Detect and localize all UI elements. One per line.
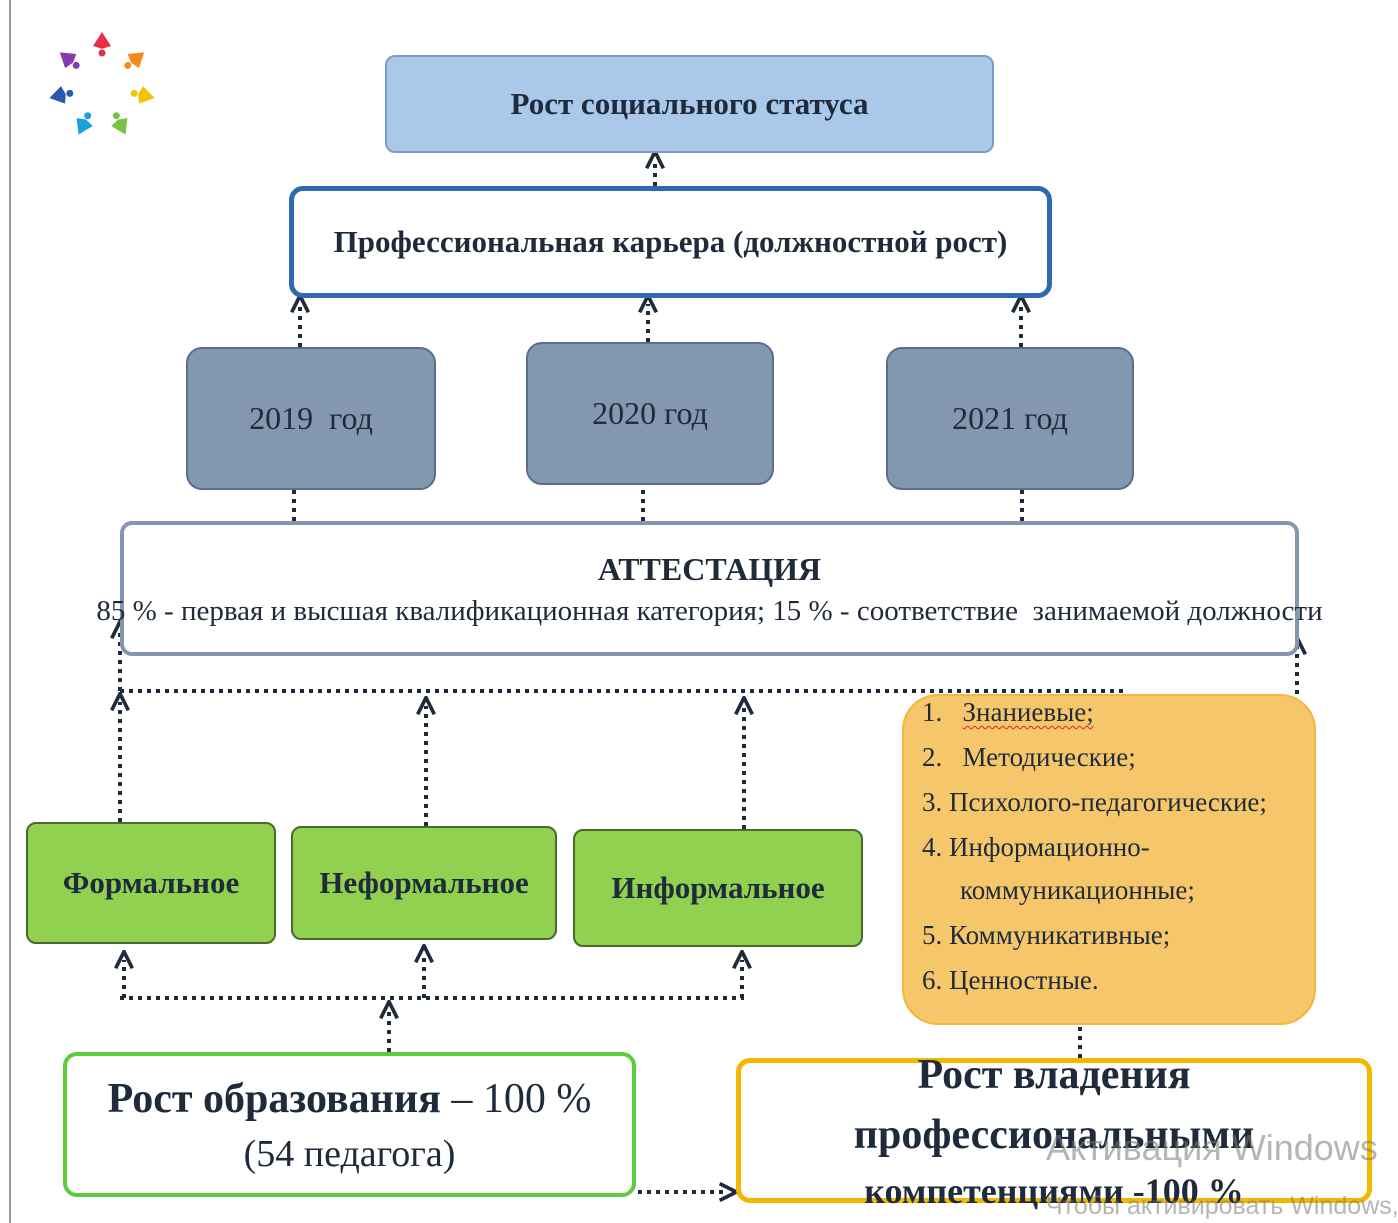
windows-activation-hint: Чтобы активировать Windows, пер xyxy=(1046,1192,1398,1220)
logo-dot xyxy=(66,89,74,97)
professional-growth-line2: компетенциями -100 % xyxy=(864,1170,1244,1211)
logo-petal xyxy=(93,32,111,49)
logo-petal xyxy=(138,86,155,104)
formal-label: Формальное xyxy=(62,865,240,900)
attestation-detail: 85 % - первая и высшая квалификационная … xyxy=(96,594,1323,627)
logo-emblem-icon xyxy=(49,32,155,135)
informal-label: Информальное xyxy=(611,870,825,905)
competency-item: коммуникационные; xyxy=(960,875,1195,905)
logo-dot xyxy=(84,112,92,120)
career-label: Профессиональная карьера (должностной ро… xyxy=(333,224,1008,259)
professional-growth-box: Рост владения профессиональными компетен… xyxy=(736,1052,1372,1211)
education-growth-box: Рост образования – 100 % (54 педагога) xyxy=(63,1052,636,1197)
left-page-edge xyxy=(9,0,11,1223)
competencies-box: 1. Знаниевые; 2. Методические; 3. Психол… xyxy=(902,694,1316,1025)
year-box-2020: 2020 год xyxy=(526,342,774,485)
education-growth-value: – 100 % xyxy=(440,1075,592,1122)
education-growth-line2: (54 педагога) xyxy=(243,1132,456,1175)
education-growth-title: Рост образования xyxy=(107,1075,441,1122)
social-status-label: Рост социального статуса xyxy=(510,86,869,121)
education-growth-line1: Рост образования – 100 % xyxy=(108,1070,592,1128)
competency-item: 3. Психолого-педагогические; xyxy=(922,787,1267,817)
professional-growth-line1: Рост владения профессиональными xyxy=(853,1051,1255,1158)
logo-petal xyxy=(127,52,145,69)
competencies-list: 1. Знаниевые; 2. Методические; 3. Психол… xyxy=(922,696,1314,1003)
logo-petal xyxy=(76,118,93,135)
logo-dot xyxy=(98,49,106,57)
competency-item: 5. Коммуникативные; xyxy=(922,920,1171,950)
logo-petal xyxy=(59,52,77,69)
nonformal-label: Неформальное xyxy=(319,865,529,900)
year-label: 2021 год xyxy=(952,400,1068,436)
logo-dot xyxy=(72,61,80,69)
informal-education-box: Информальное xyxy=(573,829,863,947)
year-label: 2019 год xyxy=(249,400,373,436)
year-label: 2020 год xyxy=(592,395,708,431)
logo-dot xyxy=(112,112,120,120)
competency-item: 4. Информационно- xyxy=(922,832,1150,862)
logo-petal xyxy=(49,86,66,104)
social-status-box: Рост социального статуса xyxy=(385,55,994,153)
year-box-2019: 2019 год xyxy=(186,347,436,490)
competency-item: 2. Методические; xyxy=(922,742,1136,772)
attestation-title: АТТЕСТАЦИЯ xyxy=(597,550,822,587)
attestation-box: АТТЕСТАЦИЯ 85 % - первая и высшая квалиф… xyxy=(96,521,1323,656)
competency-item: 1. Знаниевые; xyxy=(922,697,1094,727)
formal-education-box: Формальное xyxy=(26,822,276,944)
logo-petal xyxy=(111,118,128,135)
nonformal-education-box: Неформальное xyxy=(291,826,557,940)
logo-dot xyxy=(130,89,138,97)
logo-dot xyxy=(124,61,132,69)
career-box: Профессиональная карьера (должностной ро… xyxy=(289,186,1052,298)
windows-activation-watermark: Активация Windows xyxy=(1046,1127,1378,1168)
competency-item: 6. Ценностные. xyxy=(922,965,1099,995)
year-box-2021: 2021 год xyxy=(886,347,1134,490)
